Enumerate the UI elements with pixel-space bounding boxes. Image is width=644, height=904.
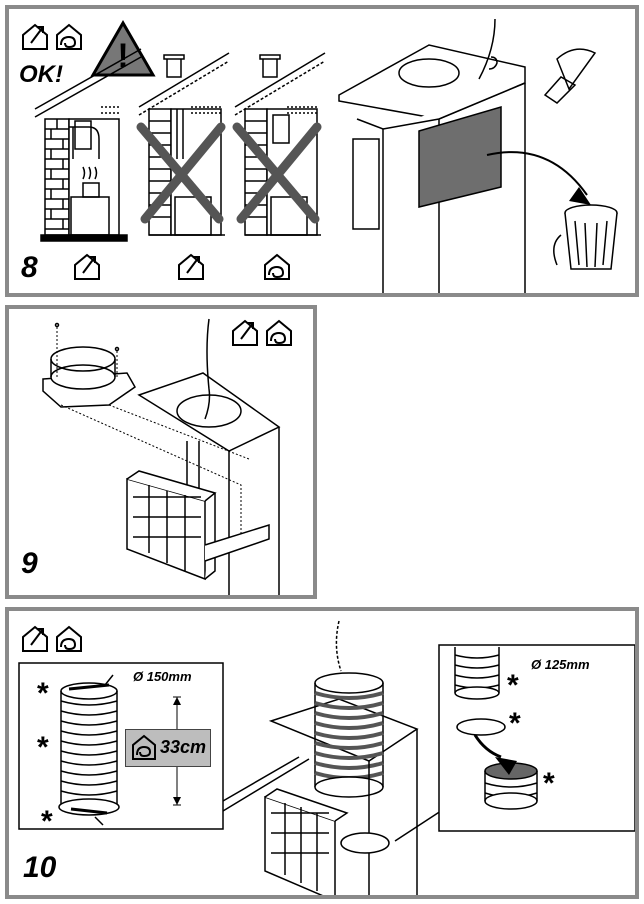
svg-text:!: ! xyxy=(117,37,128,75)
recirculation-mode-icon xyxy=(132,734,156,760)
step-number: 9 xyxy=(21,547,38,580)
cross-mark-1 xyxy=(136,122,226,224)
step-number: 10 xyxy=(23,851,57,884)
ducted-mode-icon xyxy=(22,23,48,50)
diameter-150-label: Ø 150mm xyxy=(133,669,192,684)
flexible-duct-125-drawing xyxy=(454,647,538,810)
marker-asterisk: * xyxy=(37,677,49,710)
recirculation-mode-icon xyxy=(56,625,82,652)
marker-asterisk: * xyxy=(41,805,53,838)
ducted-mode-icon xyxy=(178,253,204,280)
scissors-hand-drawing xyxy=(543,48,597,104)
step-9-panel: 9 xyxy=(5,305,317,599)
marker-asterisk: * xyxy=(543,767,555,800)
diameter-125-label: Ø 125mm xyxy=(531,657,590,672)
cross-mark-2 xyxy=(232,122,322,224)
recirculation-mode-icon xyxy=(56,23,82,50)
length-33cm-label: 33cm xyxy=(160,737,207,757)
house-ok-drawing xyxy=(34,48,142,242)
step-10-panel: Ø 150mm * * * 33cm Ø 125mm * * * 10 xyxy=(5,607,639,899)
ducted-mode-icon xyxy=(22,625,48,652)
step-10-illustration xyxy=(18,620,635,895)
recirculation-mode-icon xyxy=(266,319,292,346)
marker-asterisk: * xyxy=(37,731,49,764)
step-9-illustration xyxy=(42,318,292,595)
ducted-mode-icon xyxy=(74,253,100,280)
flexible-duct-150-drawing xyxy=(58,674,120,826)
marker-asterisk: * xyxy=(509,707,521,740)
length-box: 33cm xyxy=(125,729,211,767)
hood-plate-drawing xyxy=(137,318,281,595)
hood-with-duct-drawing xyxy=(264,620,419,895)
step-8-panel: ! xyxy=(5,5,639,297)
trash-bin-drawing xyxy=(553,204,618,270)
recirculation-mode-icon xyxy=(264,253,290,280)
flange-collar-drawing xyxy=(42,322,136,408)
ok-label: OK! xyxy=(19,61,63,88)
step-number: 8 xyxy=(21,251,38,284)
ducted-mode-icon xyxy=(232,319,258,346)
warning-triangle-icon: ! xyxy=(90,19,156,77)
hood-drawing xyxy=(338,18,526,293)
marker-asterisk: * xyxy=(507,669,519,702)
filter-cassette-drawing xyxy=(126,470,270,581)
cutout-plate xyxy=(418,105,502,208)
step-8-illustration: ! xyxy=(22,18,618,293)
